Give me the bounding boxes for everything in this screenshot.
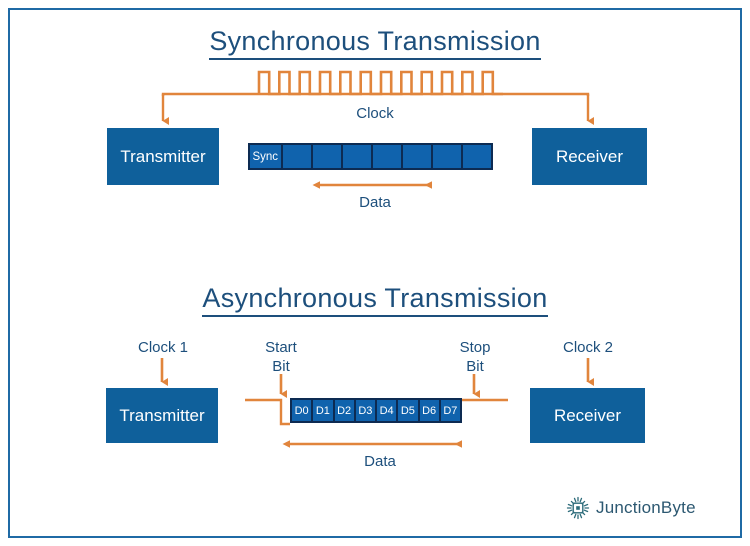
start-bit-label: Start Bit xyxy=(243,339,319,377)
sync-frame-cell-0: Sync xyxy=(250,145,283,168)
async-receiver-box: Receiver xyxy=(530,388,645,443)
sync-transmitter-label: Transmitter xyxy=(120,146,206,166)
sync-frame-cell-1 xyxy=(282,145,313,168)
async-frame-cell-3: D3 xyxy=(355,400,377,421)
async-data-label: Data xyxy=(364,453,396,470)
async-transmitter-label: Transmitter xyxy=(119,405,205,425)
async-frame-cell-6: D6 xyxy=(419,400,441,421)
sync-receiver-box: Receiver xyxy=(532,128,647,185)
sync-frame-cell-6 xyxy=(432,145,463,168)
synchronous-title-text: Synchronous Transmission xyxy=(209,26,541,60)
sync-frame-cell-5 xyxy=(402,145,433,168)
async-transmitter-box: Transmitter xyxy=(106,388,218,443)
asynchronous-title-text: Asynchronous Transmission xyxy=(202,283,548,317)
async-receiver-label: Receiver xyxy=(553,405,622,425)
sync-frame-cell-4 xyxy=(372,145,403,168)
start-bit-line2: Bit xyxy=(272,357,290,375)
asynchronous-section-title: Asynchronous Transmission xyxy=(0,283,750,317)
sync-data-label: Data xyxy=(359,194,391,211)
start-bit-line1: Start xyxy=(265,339,297,356)
logo-text: JunctionByte xyxy=(596,498,696,517)
sync-frame-cell-2 xyxy=(312,145,343,168)
brand-logo: JunctionByte xyxy=(566,496,696,520)
async-frame-cell-5: D5 xyxy=(398,400,420,421)
clock2-label: Clock 2 xyxy=(562,339,614,356)
async-frame-cell-4: D4 xyxy=(377,400,399,421)
stop-bit-label: Stop Bit xyxy=(437,339,513,377)
sync-frame-cell-3 xyxy=(342,145,373,168)
async-frame-cell-1: D1 xyxy=(313,400,335,421)
stop-bit-line1: Stop xyxy=(459,339,491,356)
clock-label: Clock xyxy=(356,105,394,122)
chip-icon xyxy=(566,496,590,520)
synchronous-section-title: Synchronous Transmission xyxy=(0,26,750,60)
stop-bit-line2: Bit xyxy=(466,357,484,375)
sync-frame-cell-7 xyxy=(462,145,491,168)
async-frame-cell-7: D7 xyxy=(440,400,460,421)
sync-data-frame: Sync xyxy=(248,143,493,170)
clock1-label: Clock 1 xyxy=(137,339,189,356)
square-wave-icon xyxy=(257,70,503,96)
async-frame-cell-2: D2 xyxy=(334,400,356,421)
async-frame-cell-0: D0 xyxy=(292,400,314,421)
sync-transmitter-box: Transmitter xyxy=(107,128,219,185)
sync-receiver-label: Receiver xyxy=(555,146,624,166)
